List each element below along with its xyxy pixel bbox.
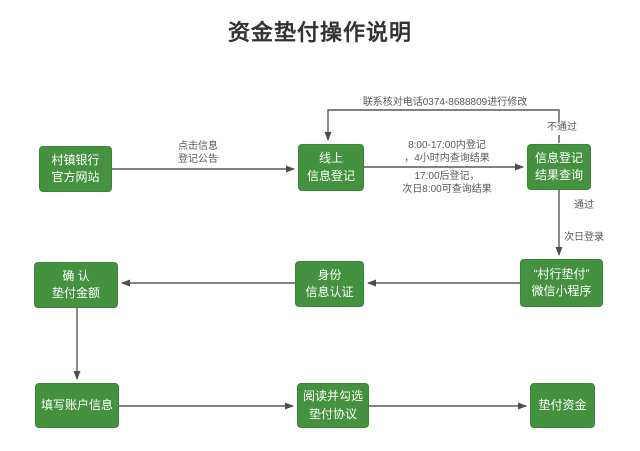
label-passed: 通过 [574, 200, 594, 211]
node-confirm-amount: 确 认 垫付金额 [34, 262, 118, 308]
page-title: 资金垫付操作说明 [227, 20, 412, 45]
node-bank-website: 村镇银行 官方网站 [39, 146, 112, 192]
edge-feedback-not-passed [324, 109, 560, 143]
node-online-registration: 线上 信息登记 [298, 144, 364, 191]
node-read-agreement: 阅读并勾选 垫付协议 [297, 383, 369, 428]
node-miniprogram: “村行垫付” 微信小程序 [520, 259, 603, 307]
label-next-day-login: 次日登录 [564, 232, 604, 243]
label-contact-modify: 联系核对电话0374-8688809进行修改 [362, 97, 528, 108]
label-not-passed: 不通过 [544, 122, 580, 135]
label-register-evening: 17:00后登记， 次日8:00可查询结果 [402, 171, 492, 195]
node-fill-account: 填写账户信息 [35, 383, 119, 428]
label-register-daytime: 8:00-17:00内登记 ，4小时内查询结果 [404, 140, 490, 164]
label-click-notice: 点击信息 登记公告 [178, 141, 218, 165]
node-identity-auth: 身份 信息认证 [295, 261, 364, 307]
node-result-query: 信息登记 结果查询 [527, 144, 591, 190]
node-advance-funds: 垫付资金 [530, 383, 595, 428]
